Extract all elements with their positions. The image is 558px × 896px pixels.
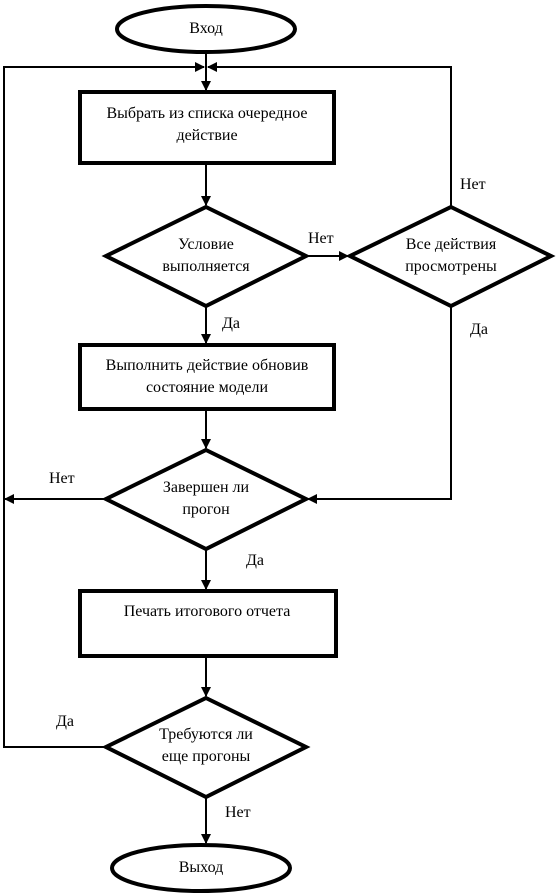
print-report-label: Печать итогового отчета [123, 603, 291, 620]
select-action-label: Выбрать из списка очередное действие [106, 105, 308, 144]
select-action-box [78, 90, 336, 165]
start-label: Вход [189, 20, 223, 37]
edge-label-condition-no: Нет [308, 230, 334, 247]
edge-label-run-done-yes: Да [246, 552, 265, 569]
print-report-box [78, 589, 338, 658]
edge-label-condition-yes: Да [222, 315, 241, 332]
edge-label-run-done-no: Нет [49, 470, 75, 487]
edge-all-viewed-to-run-done [307, 306, 452, 504]
edge-label-all-viewed-no: Нет [460, 176, 486, 193]
edge-label-more-runs-yes: Да [56, 713, 75, 730]
all-viewed-label: Все действия просмотрены [405, 236, 497, 275]
execute-label: Выполнить действие обновив состояние мод… [105, 357, 309, 396]
execute-box [78, 343, 336, 411]
edge-more-runs-loop [3, 62, 205, 748]
run-done-label: Завершен ли прогон [162, 479, 250, 518]
edge-label-more-runs-no: Нет [225, 804, 251, 821]
condition-label: Условие выполняется [162, 236, 250, 275]
edge-all-viewed-loop [207, 62, 452, 207]
edge-label-all-viewed-yes: Да [470, 321, 489, 338]
more-runs-label: Требуются ли еще прогоны [159, 726, 253, 765]
end-label: Выход [178, 859, 224, 876]
end-terminal [110, 843, 292, 893]
